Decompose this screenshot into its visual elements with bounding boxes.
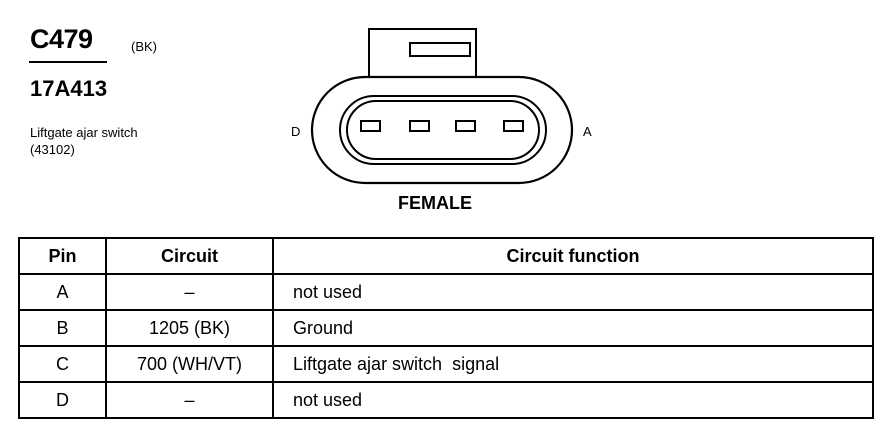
connector-seal-outer [339,95,547,165]
terminal-b [455,120,476,132]
connector-color-code: (BK) [131,39,157,54]
cell-circuit: 1205 (BK) [105,309,274,347]
connector-gender: FEMALE [398,193,472,213]
cell-pin: A [18,273,107,311]
connector-seal-inner [346,100,540,160]
header-circuit: Circuit [105,237,274,275]
table-header-row: Pin Circuit Circuit function [18,237,874,275]
connector-outer-shell [310,75,574,185]
terminal-d [360,120,381,132]
terminal-a [503,120,524,132]
cell-pin: B [18,309,107,347]
locking-tab-slot [409,42,471,57]
pin-label-a: A [583,124,592,139]
pin-table: Pin Circuit Circuit function A – not use… [18,237,874,419]
cell-function: not used [272,273,874,311]
cell-pin: C [18,345,107,383]
table-row: A – not used [18,273,874,311]
header-pin: Pin [18,237,107,275]
cell-function: not used [272,381,874,419]
pin-label-d: D [291,124,301,139]
cell-circuit: 700 (WH/VT) [105,345,274,383]
part-number: 17A413 [30,76,108,101]
table-row: C 700 (WH/VT) Liftgate ajar switch signa… [18,345,874,383]
cell-circuit: – [105,273,274,311]
header-circuit-function: Circuit function [272,237,874,275]
cell-circuit: – [105,381,274,419]
cell-function: Liftgate ajar switch signal [272,345,874,383]
table-row: D – not used [18,381,874,419]
table-row: B 1205 (BK) Ground [18,309,874,347]
connector-description: Liftgate ajar switch (43102) [30,124,138,158]
connector-id: C479 [30,24,93,54]
cell-function: Ground [272,309,874,347]
connector-face-diagram [310,28,574,185]
cell-pin: D [18,381,107,419]
description-line-1: Liftgate ajar switch [30,125,138,140]
description-line-2: (43102) [30,142,75,157]
terminal-c [409,120,430,132]
title-underline [29,61,107,63]
